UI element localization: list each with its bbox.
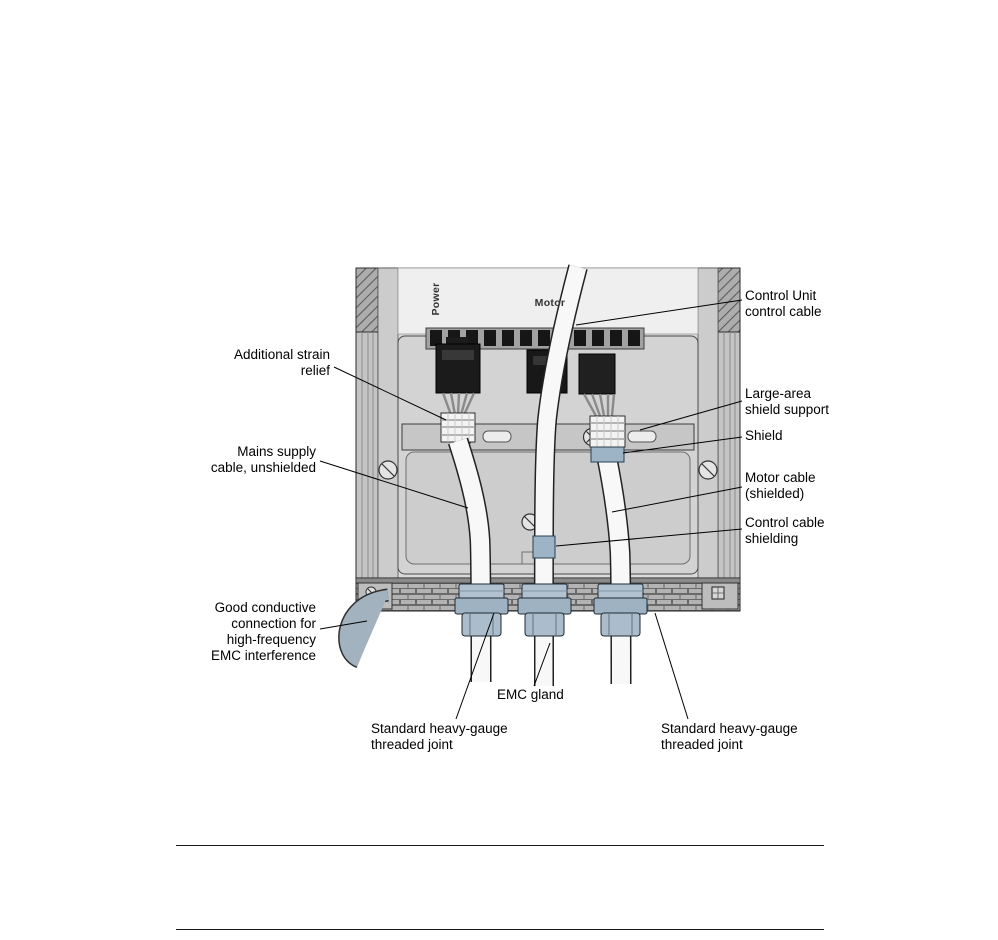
callout-good-conductive-connection: Good conductive connection for high-freq… <box>210 600 316 663</box>
callout-threaded-joint-right: Standard heavy-gauge threaded joint <box>661 721 798 752</box>
ground-cable <box>338 588 390 669</box>
enclosure-side-rails <box>355 267 741 580</box>
footer-rule-top <box>176 845 824 846</box>
motor-shield-band <box>590 446 625 463</box>
emc-gland-left <box>454 583 509 637</box>
callout-shield: Shield <box>745 428 783 443</box>
emc-gland-right <box>593 583 648 637</box>
footer-rule-bottom <box>176 929 824 930</box>
callout-mains-supply-cable: Mains supply cable, unshielded <box>210 444 316 475</box>
callout-control-unit-control-cable: Control Unit control cable <box>745 288 822 319</box>
control-cable-shield-clamp <box>532 535 556 559</box>
callout-additional-strain-relief: Additional strain relief <box>233 347 330 378</box>
emc-gland-middle <box>517 583 572 637</box>
power-connector <box>435 337 481 394</box>
callout-large-area-shield-support: Large-area shield support <box>745 386 830 417</box>
callout-threaded-joint-left: Standard heavy-gauge threaded joint <box>371 721 508 752</box>
power-wire-bundle <box>440 392 476 443</box>
motor-wire-bundle <box>582 393 626 448</box>
device-label-power: Power <box>430 282 442 316</box>
callout-emc-gland: EMC gland <box>497 687 564 702</box>
device-label-motor: Motor <box>534 297 566 309</box>
callout-motor-cable: Motor cable (shielded) <box>745 470 816 501</box>
leader-lines <box>319 299 743 720</box>
callout-control-cable-shielding: Control cable shielding <box>745 515 825 546</box>
